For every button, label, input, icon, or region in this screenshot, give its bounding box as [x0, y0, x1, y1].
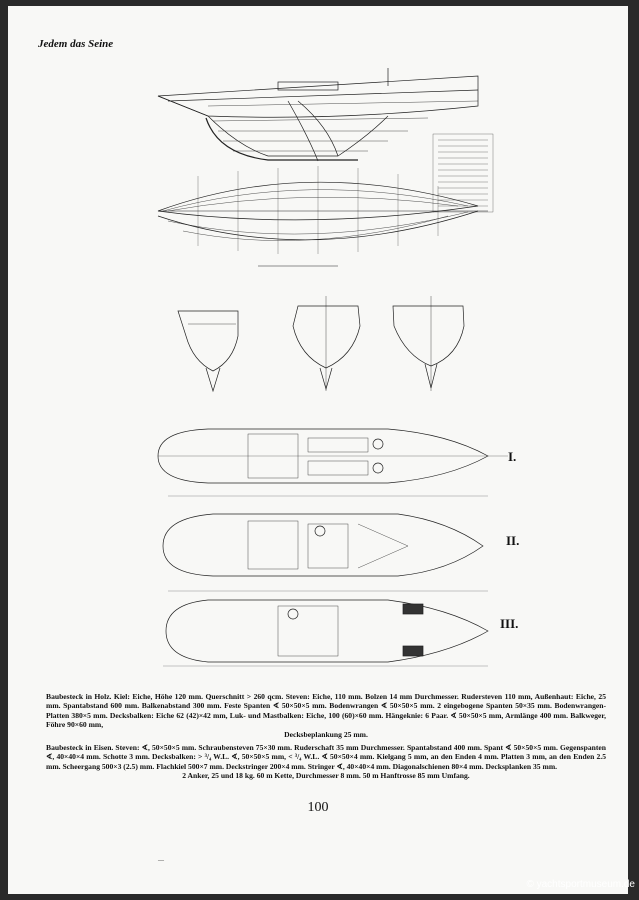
accommodation-plan-2 [162, 513, 484, 577]
hull-profile-view [157, 68, 494, 213]
running-header: Jedem das Seine [38, 38, 114, 50]
accommodation-plan-1 [157, 428, 508, 484]
plan-label-3: III. [500, 616, 519, 631]
cross-sections [177, 296, 465, 393]
yacht-plans-svg [157, 68, 508, 667]
half-breadth-view [157, 166, 488, 267]
page-number: 100 [307, 800, 329, 815]
spec-iron: Baubesteck in Eisen. Steven: ∢, 50×50×5 … [46, 743, 606, 771]
specification-text: Baubesteck in Holz. Kiel: Eiche, Höhe 12… [46, 692, 606, 781]
plan-label-1: I. [508, 449, 517, 464]
technical-drawings: I. II. III. [8, 6, 628, 706]
watermark: © yachtsportmuseum.de [526, 879, 635, 890]
spec-wood: Baubesteck in Holz. Kiel: Eiche, Höhe 12… [46, 692, 606, 730]
print-mark: — [158, 858, 164, 864]
plan-grid [163, 495, 488, 667]
spec-wood-end: Decksbeplankung 25 mm. [284, 729, 368, 739]
plan-label-2: II. [506, 533, 520, 548]
spec-anchors: 2 Anker, 25 und 18 kg. 60 m Kette, Durch… [182, 771, 470, 781]
page: Jedem das Seine [8, 6, 628, 894]
accommodation-plan-3 [165, 599, 489, 663]
